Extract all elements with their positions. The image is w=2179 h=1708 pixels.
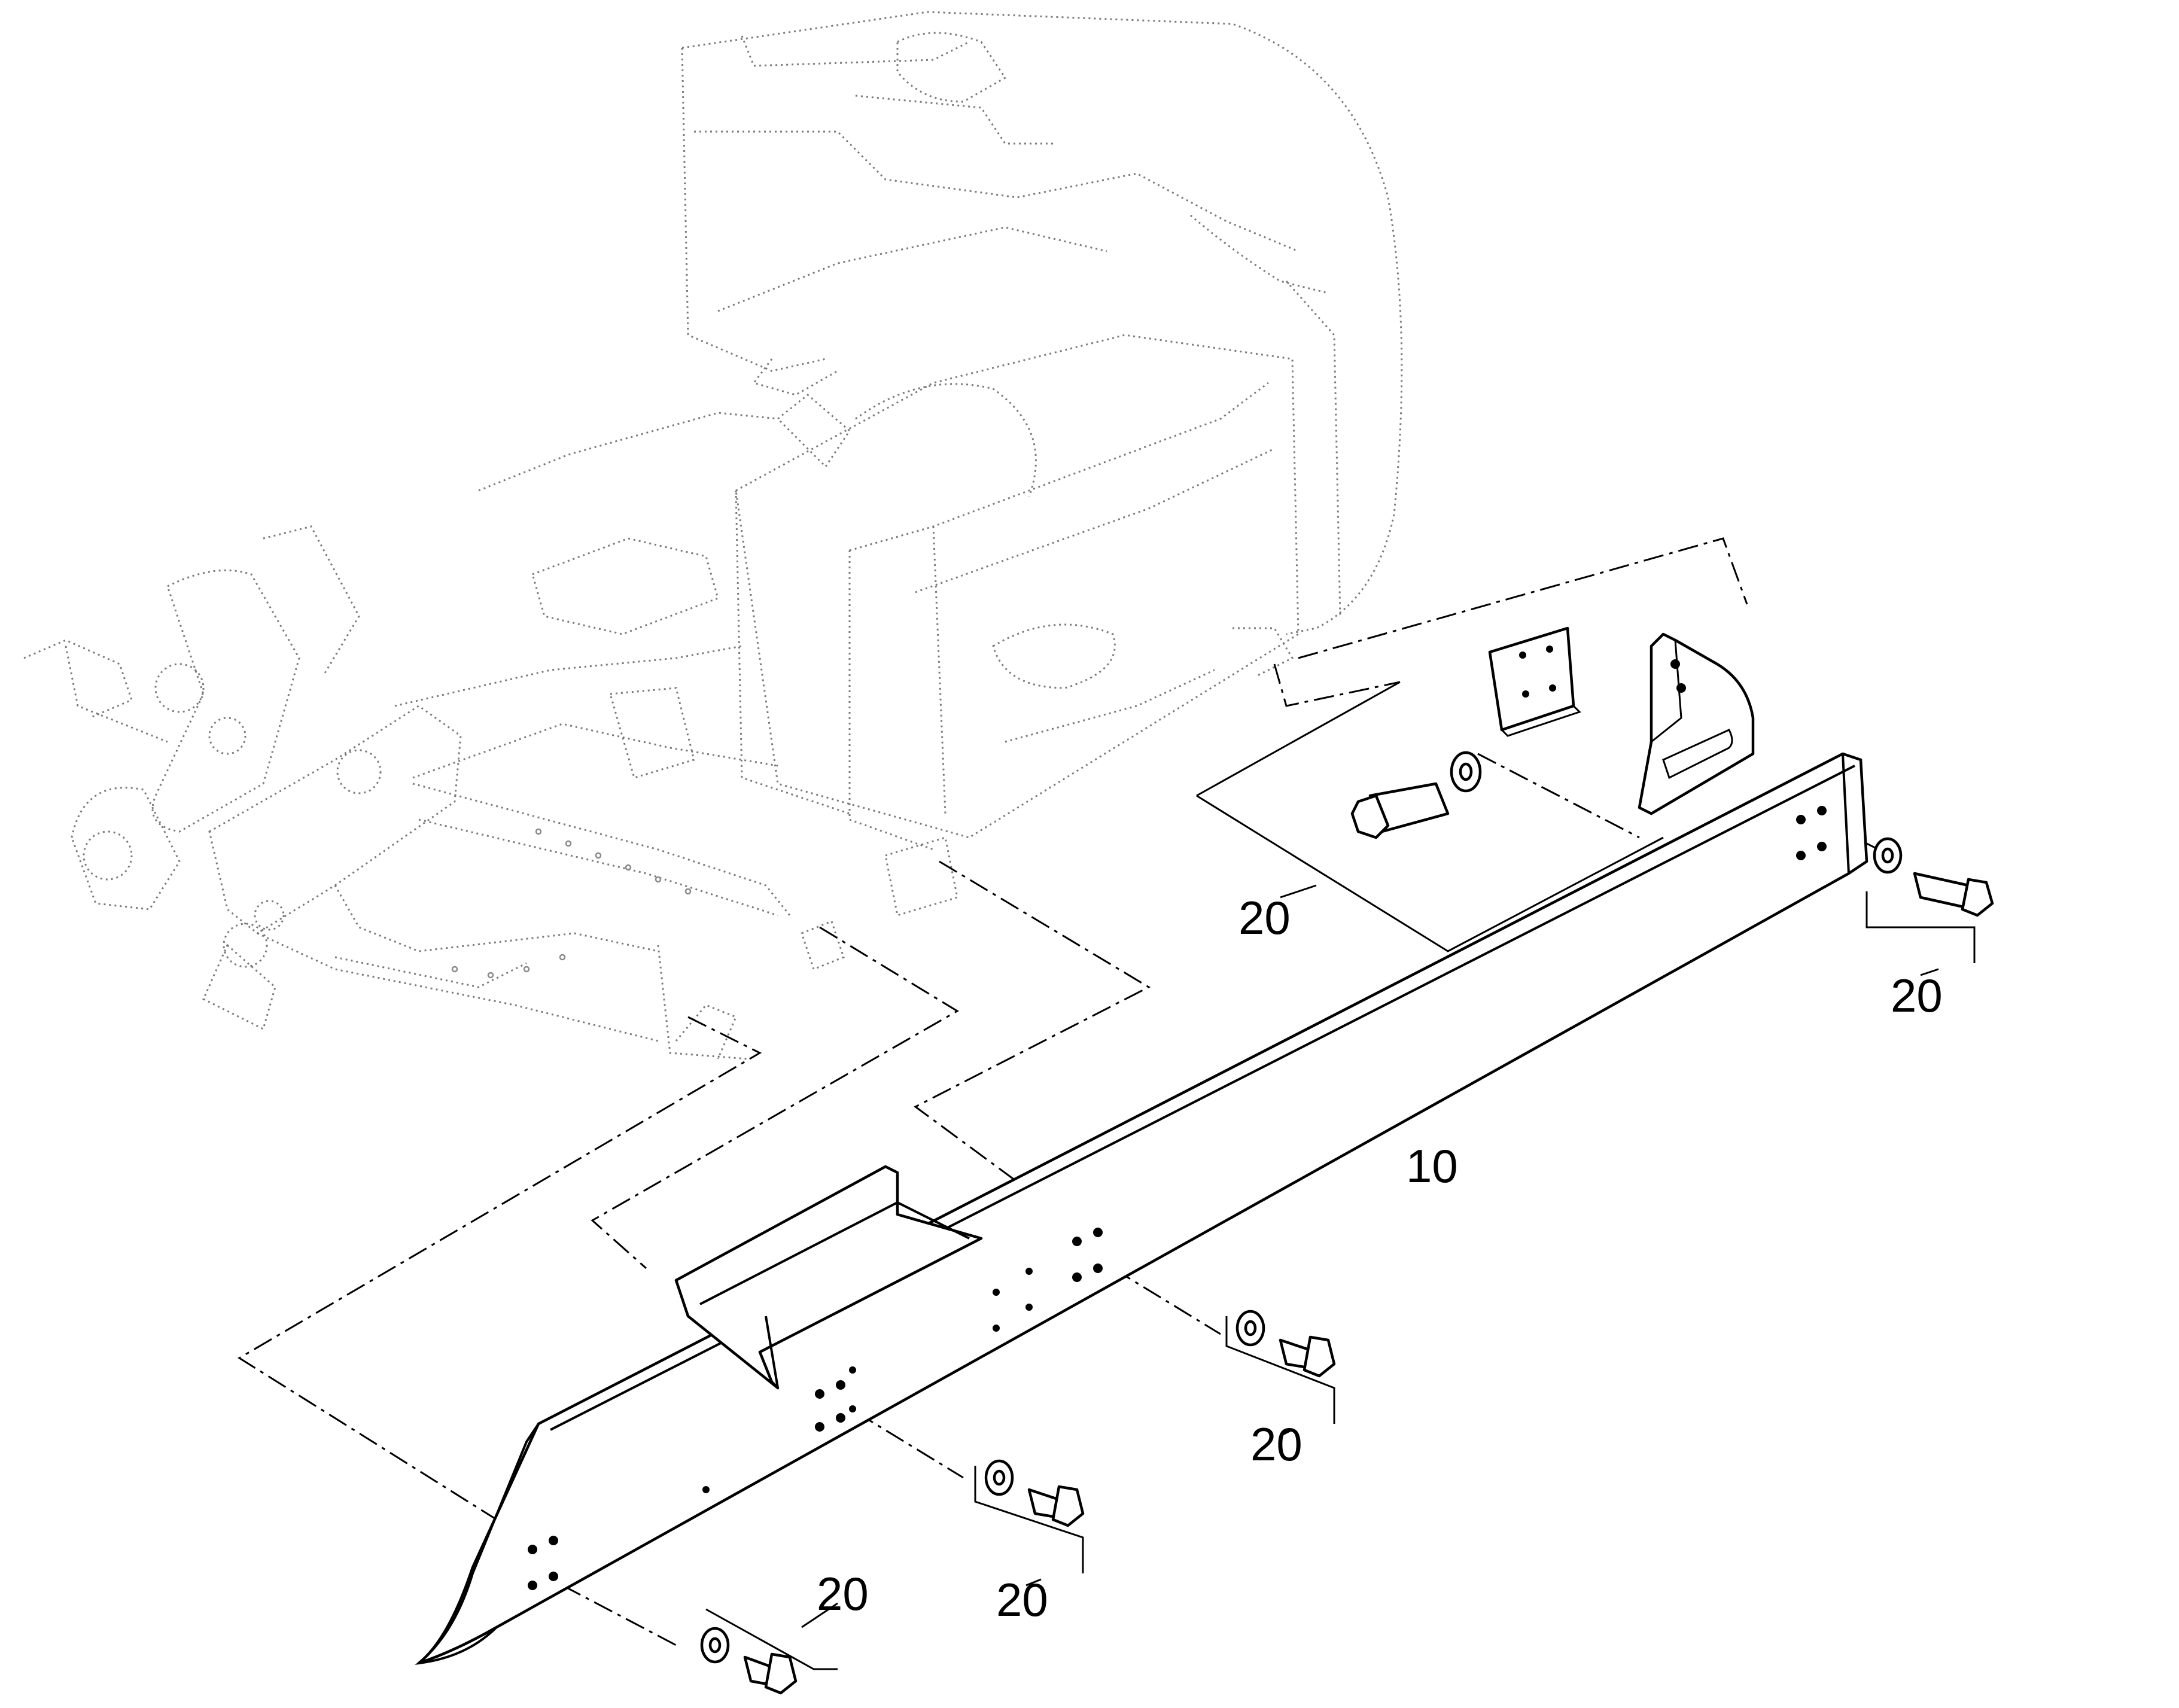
beam-hole-group-mid-left xyxy=(815,1366,856,1432)
callout-part-20-left: 20 xyxy=(817,1567,869,1620)
mounting-plate xyxy=(1488,626,1581,737)
main-frame-beam xyxy=(415,752,1868,1665)
bolt-set-mid-left xyxy=(974,1459,1085,1573)
callout-part-20-right: 20 xyxy=(1891,969,1943,1022)
frame-hole-row-ghost xyxy=(451,828,692,979)
bracket-kit-frame xyxy=(1196,681,1401,797)
machine-body-ghost xyxy=(23,11,1403,1060)
callout-leaders xyxy=(801,884,1939,1628)
angle-bracket xyxy=(1638,632,1755,815)
bolt-set-left xyxy=(700,1608,838,1695)
beam-hole-group-mid-right xyxy=(993,1228,1103,1332)
callout-part-20-bracket-kit: 20 xyxy=(1238,891,1291,944)
bracket-bolt xyxy=(1350,782,1450,839)
beam-hole-group-right xyxy=(1796,806,1827,860)
bolt-set-mid-right xyxy=(1225,1310,1336,1424)
bolt-set-right xyxy=(1865,837,1994,963)
callout-part-20-mid-right: 20 xyxy=(1250,1418,1302,1470)
bracket-washer xyxy=(1450,751,1482,793)
assembly-guide-lines xyxy=(238,537,1879,1646)
beam-hole-group-left xyxy=(528,1486,710,1590)
callout-part-20-mid-left: 20 xyxy=(996,1573,1048,1626)
bracket-kit xyxy=(1196,626,1755,952)
callout-part-10: 10 xyxy=(1406,1140,1458,1192)
